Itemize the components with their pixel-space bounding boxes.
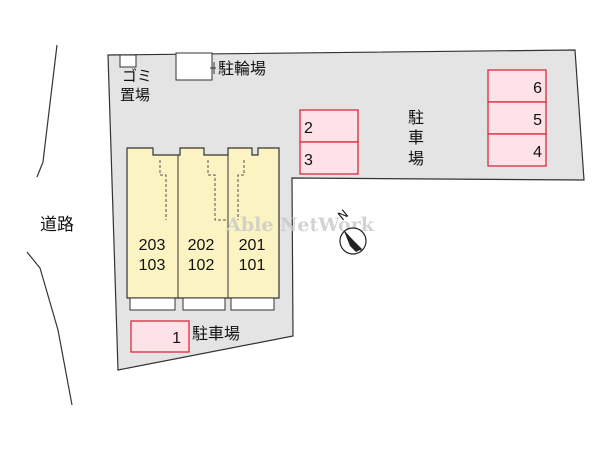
parking-number-4: 4 — [533, 144, 542, 161]
unit-lower-1: 103 — [139, 257, 166, 274]
unit-upper-2: 202 — [188, 237, 215, 254]
unit-upper-3: 201 — [239, 237, 266, 254]
parking-space-1 — [130, 320, 190, 353]
unit-lower-2: 102 — [188, 257, 215, 274]
parking-space-2 — [299, 109, 359, 143]
stair-dashed-2 — [207, 160, 226, 221]
parking-label-right-1: 駐 — [408, 108, 424, 127]
stair-dashed-1 — [159, 160, 167, 220]
garbage-label-line1: ゴミ — [122, 67, 152, 85]
balcony-3 — [230, 297, 275, 311]
unit-upper-1: 203 — [139, 237, 166, 254]
stair-dashed-3 — [237, 160, 245, 220]
parking-space-3 — [299, 141, 359, 175]
parking-label-right-3: 場 — [408, 149, 424, 168]
building — [126, 147, 280, 299]
bicycle-parking-label: 駐輪場 — [218, 59, 266, 78]
balcony-1 — [129, 297, 176, 311]
balcony-2 — [182, 297, 226, 311]
parking-number-2: 2 — [304, 120, 313, 137]
parking-space-5 — [487, 101, 547, 135]
parking-space-4 — [487, 133, 547, 167]
garbage-label-line2: 置場 — [120, 86, 150, 104]
parking-number-5: 5 — [533, 112, 542, 129]
parking-spaces — [130, 69, 547, 353]
parking-label-bottom: 駐車場 — [192, 324, 240, 343]
unit-lower-3: 101 — [239, 257, 266, 274]
bicycle-parking — [175, 52, 213, 81]
parking-space-6 — [487, 69, 547, 103]
parking-number-1: 1 — [172, 330, 181, 347]
garbage-area — [119, 54, 137, 68]
parking-number-3: 3 — [304, 152, 313, 169]
watermark: Able NetWork — [225, 214, 375, 236]
north-compass-icon — [339, 227, 367, 255]
road-edge-lower — [26, 251, 73, 406]
parking-number-6: 6 — [533, 80, 542, 97]
parking-label-right-2: 車 — [408, 128, 424, 147]
road-edge-upper — [36, 44, 58, 178]
road-label: 道路 — [40, 215, 74, 235]
